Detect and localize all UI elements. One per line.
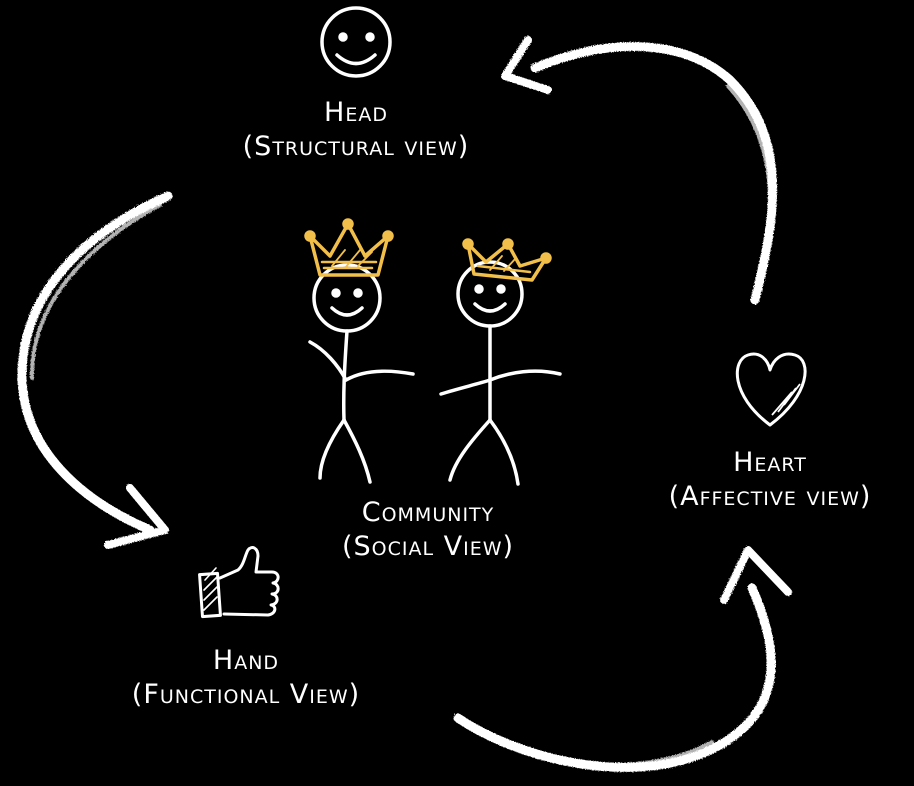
smiley-face-icon [320,6,392,78]
heart-icon [735,352,807,427]
community-label: Community (Social View) [286,496,570,564]
arrow-head-to-hand [17,191,173,549]
thumbs-up-icon [198,546,280,619]
crown-icon-left [304,218,394,277]
hand-subtitle: (Functional View) [131,679,361,710]
community-subtitle: (Social View) [341,531,515,562]
community-title: Community [361,497,495,528]
crown-icon-right [462,238,552,282]
hand-label: Hand (Functional View) [76,644,416,712]
head-label: Head (Structural view) [196,96,516,164]
arrow-hand-to-heart [453,546,792,772]
heart-label: Heart (Affective view) [626,446,914,514]
hand-title: Hand [212,645,280,676]
stick-figure-right [439,260,562,486]
arrow-heart-to-head [501,36,778,305]
head-subtitle: (Structural view) [242,131,470,162]
head-title: Head [324,97,388,128]
heart-title: Heart [733,447,807,478]
stick-figure-left [308,263,415,484]
heart-subtitle: (Affective view) [668,481,872,512]
